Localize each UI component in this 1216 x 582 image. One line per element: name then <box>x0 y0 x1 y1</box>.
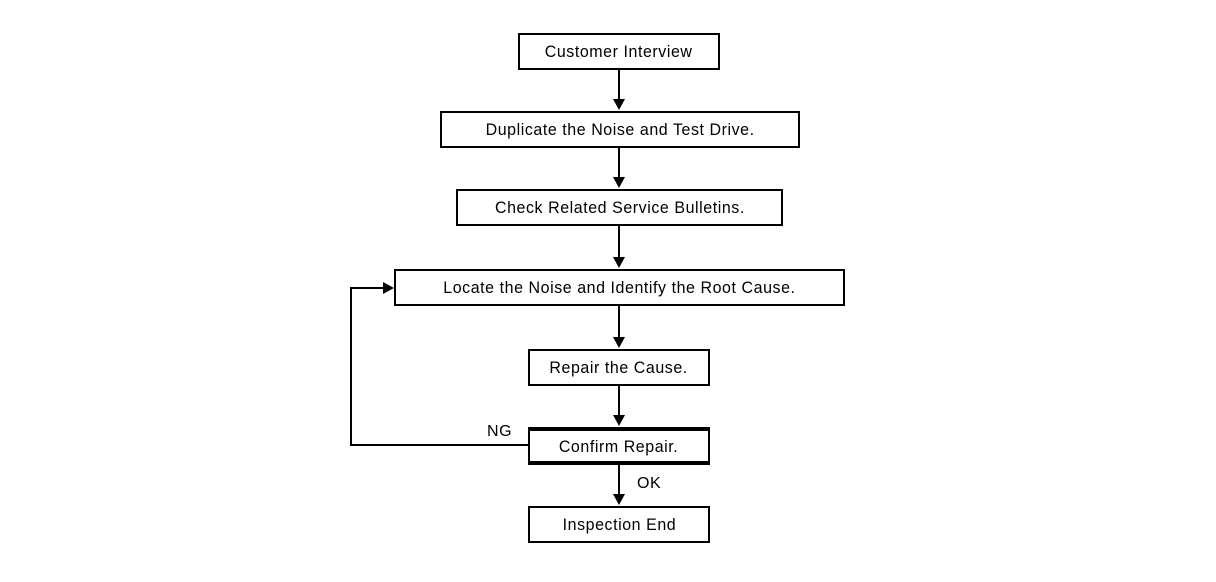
connector-repair-to-confirm <box>618 386 620 416</box>
arrowhead-down-icon <box>613 415 625 426</box>
edge-label-ng: NG <box>487 423 513 440</box>
arrowhead-down-icon <box>613 177 625 188</box>
node-customer-interview[interactable]: Customer Interview <box>518 33 720 70</box>
loop-segment-top <box>350 287 388 289</box>
arrowhead-down-icon <box>613 494 625 505</box>
connector-interview-to-duplicate <box>618 70 620 101</box>
arrowhead-right-icon <box>383 282 394 294</box>
connector-confirm-to-end <box>618 465 620 495</box>
node-label: Check Related Service Bulletins. <box>494 198 745 217</box>
node-locate-noise-root-cause[interactable]: Locate the Noise and Identify the Root C… <box>394 269 845 306</box>
node-label: Inspection End <box>562 515 676 534</box>
connector-locate-to-repair <box>618 306 620 338</box>
node-inspection-end[interactable]: Inspection End <box>528 506 710 543</box>
node-confirm-repair[interactable]: Confirm Repair. <box>528 427 710 465</box>
edge-label-ok: OK <box>637 475 662 492</box>
arrowhead-down-icon <box>613 337 625 348</box>
connector-bulletins-to-locate <box>618 226 620 258</box>
arrowhead-down-icon <box>613 99 625 110</box>
node-label: Duplicate the Noise and Test Drive. <box>485 120 755 139</box>
node-check-service-bulletins[interactable]: Check Related Service Bulletins. <box>456 189 783 226</box>
connector-duplicate-to-bulletins <box>618 148 620 179</box>
node-label: Customer Interview <box>545 42 693 61</box>
loop-segment-bottom <box>350 444 530 446</box>
loop-segment-left <box>350 287 352 446</box>
node-repair-the-cause[interactable]: Repair the Cause. <box>528 349 710 386</box>
node-label: Locate the Noise and Identify the Root C… <box>443 278 796 297</box>
node-label: Confirm Repair. <box>559 436 679 456</box>
node-label: Repair the Cause. <box>549 358 689 377</box>
node-duplicate-noise-test-drive[interactable]: Duplicate the Noise and Test Drive. <box>440 111 800 148</box>
arrowhead-down-icon <box>613 257 625 268</box>
